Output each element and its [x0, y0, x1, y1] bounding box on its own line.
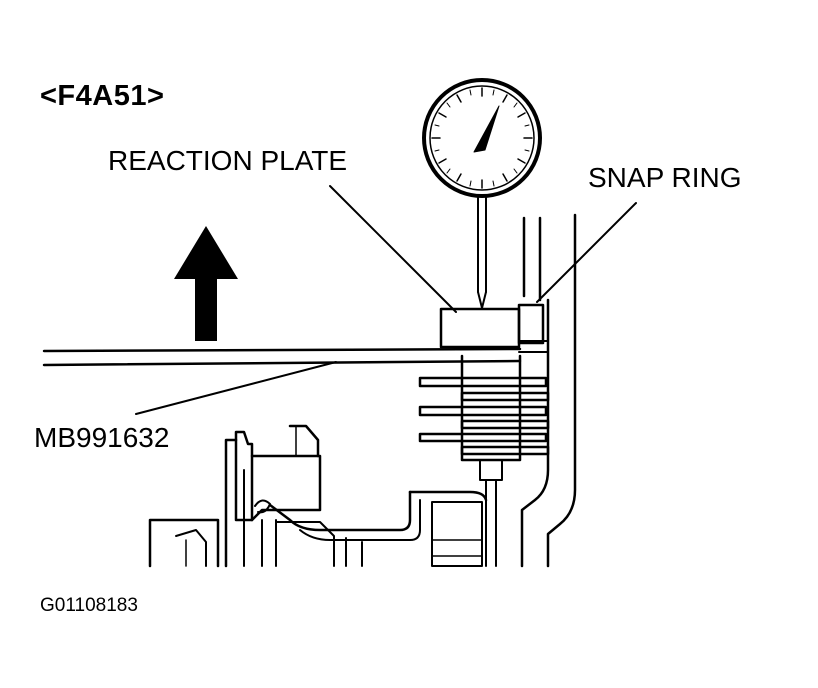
special-tool-bar: [42, 347, 522, 367]
special-tool-label: MB991632: [34, 422, 170, 453]
up-arrow-icon: [174, 226, 238, 341]
model-label: <F4A51>: [40, 80, 165, 112]
snap-ring-label: SNAP RING: [588, 162, 742, 193]
dial-gauge-icon: [422, 78, 542, 309]
reaction-plate-label: REACTION PLATE: [108, 145, 348, 176]
figure-id: G01108183: [40, 595, 138, 616]
